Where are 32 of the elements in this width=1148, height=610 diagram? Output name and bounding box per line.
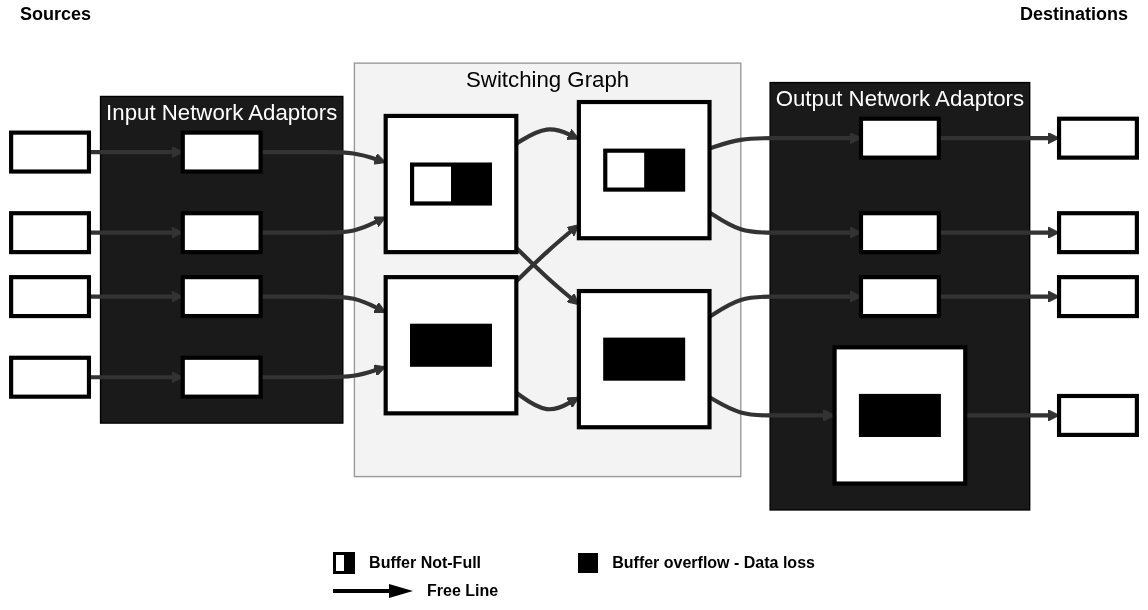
cluster: [383, 275, 519, 416]
cluster: Output Network Adaptors: [769, 81, 1031, 511]
column-heading: Destinations: [1019, 4, 1128, 25]
column-heading: Sources: [20, 4, 92, 25]
node-box: [858, 116, 941, 160]
node-box: [603, 337, 686, 381]
node-box: [1056, 116, 1139, 160]
node-box: [1056, 275, 1139, 319]
arrow: [515, 391, 580, 412]
node-box: [410, 323, 492, 367]
node-box: [1056, 393, 1139, 437]
node-box: [9, 211, 92, 255]
cluster: [383, 113, 519, 255]
node-box: [180, 130, 263, 174]
node-box: [858, 211, 941, 255]
legend-text: Buffer Not-Full: [369, 554, 482, 572]
cluster: [832, 345, 968, 486]
node-box: [180, 275, 263, 319]
cluster: [576, 288, 712, 430]
node-box: [858, 393, 941, 437]
node-box: [9, 355, 92, 399]
cluster: Switching Graph: [353, 62, 742, 478]
cluster: Input Network Adaptors: [99, 95, 344, 424]
node-box: [9, 275, 92, 319]
cluster: [576, 99, 712, 241]
node-box: [180, 211, 263, 255]
node-box: [1056, 211, 1139, 255]
node-box: [180, 355, 263, 399]
legend-text: Buffer overflow - Data loss: [612, 554, 815, 572]
legend-text: Free Line: [427, 582, 499, 600]
node-box: [9, 130, 92, 174]
node-box: [858, 275, 941, 319]
